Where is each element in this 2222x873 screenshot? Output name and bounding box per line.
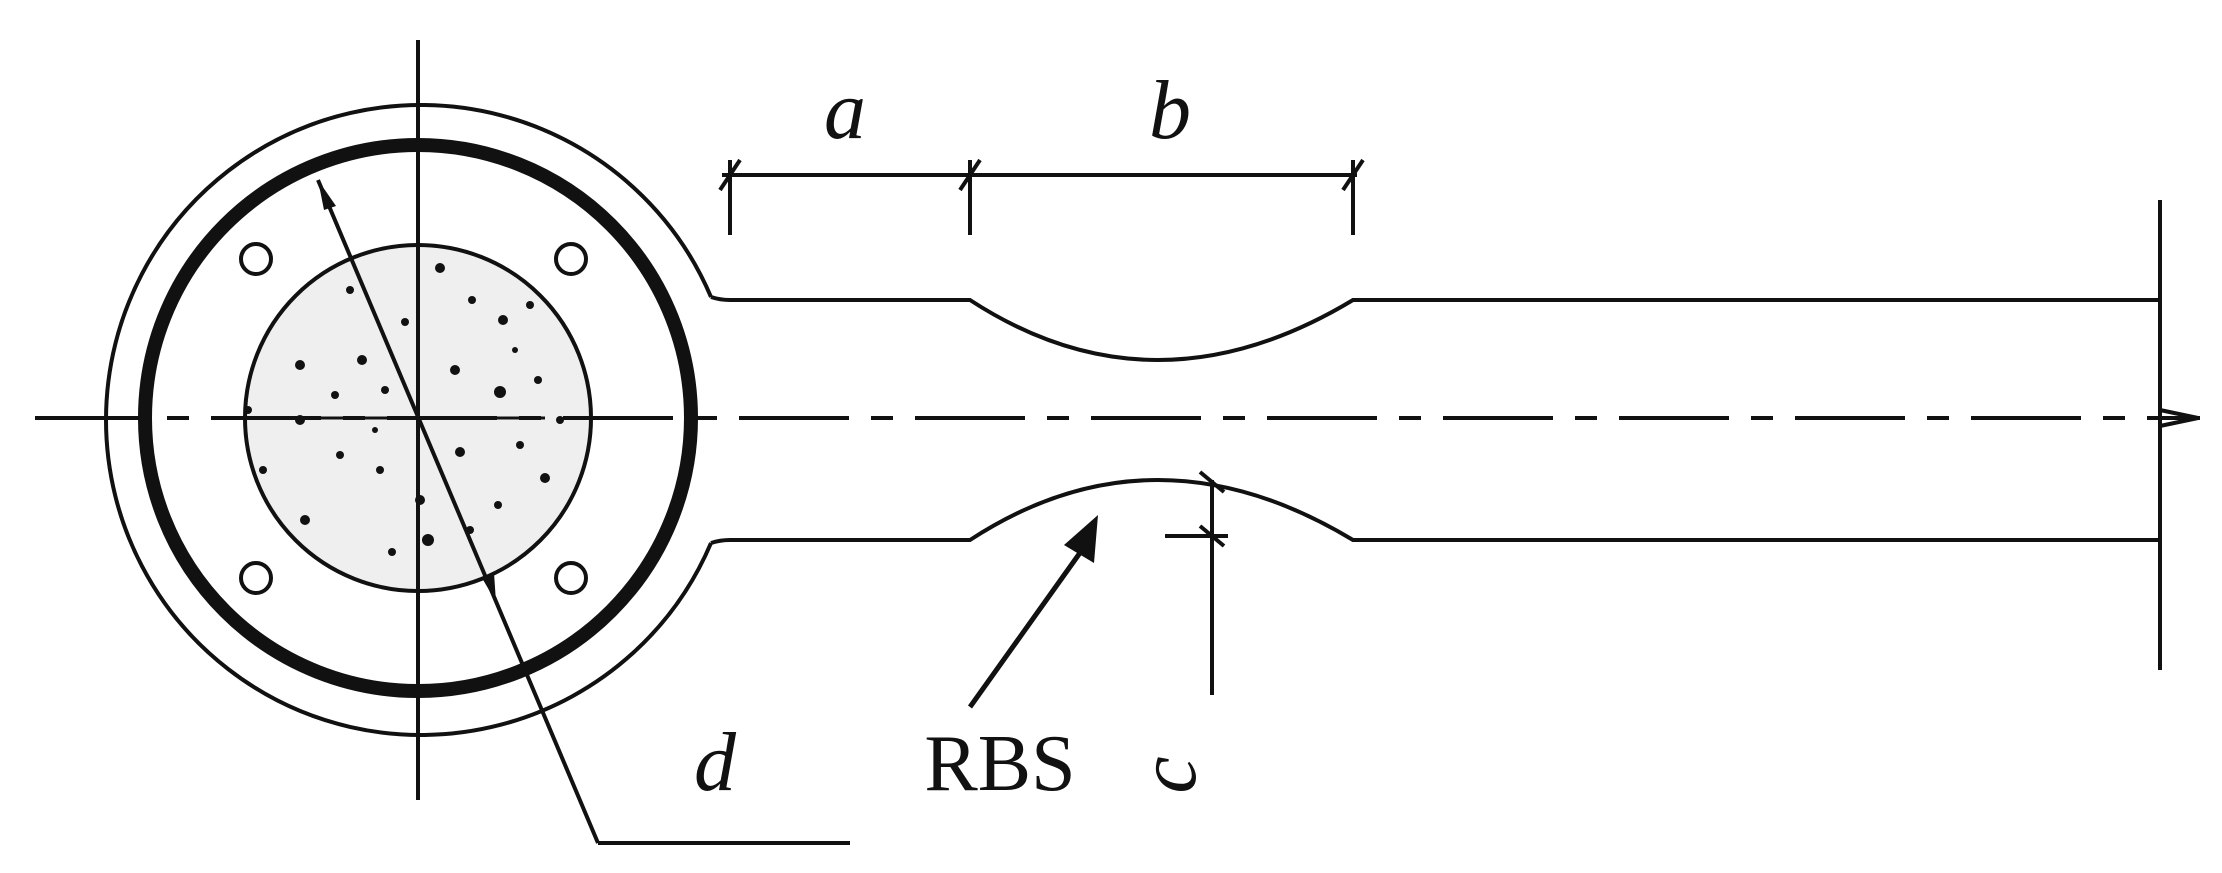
label-d: d (694, 716, 737, 809)
label-c: c (1121, 756, 1214, 793)
diameter-leader-d (316, 179, 850, 845)
concrete-aggregate (244, 263, 564, 556)
tick-a-start (718, 158, 742, 192)
rbs-arrowhead (1064, 515, 1098, 563)
tick-c-top (1198, 470, 1226, 494)
bolt-hole-top-left (239, 242, 273, 276)
diameter-arrow-top (318, 180, 336, 210)
flange-fillet-top (710, 295, 731, 302)
beam-top-flange (730, 298, 2160, 362)
tick-a-end (958, 158, 982, 192)
beam-break-symbol (2158, 395, 2199, 440)
bolt-hole-bottom-right (554, 561, 588, 595)
rbs-pointer (967, 515, 1098, 709)
bolt-hole-top-right (554, 242, 588, 276)
diameter-arrow-bottom (482, 573, 496, 602)
label-b: b (1149, 64, 1191, 157)
diameter-line (316, 179, 600, 844)
beam (730, 200, 2199, 670)
label-rbs: RBS (924, 720, 1075, 808)
dimension-c (1165, 470, 1228, 695)
rbs-arrow-shaft (967, 548, 1085, 709)
bolt-hole-bottom-left (239, 561, 273, 595)
beam-bottom-flange (730, 478, 2160, 542)
tick-b-end (1341, 158, 1365, 192)
label-a: a (824, 64, 866, 157)
tick-c-bottom (1198, 524, 1226, 548)
dimension-a-b (718, 158, 1365, 235)
flange-fillet-bottom (710, 538, 731, 545)
